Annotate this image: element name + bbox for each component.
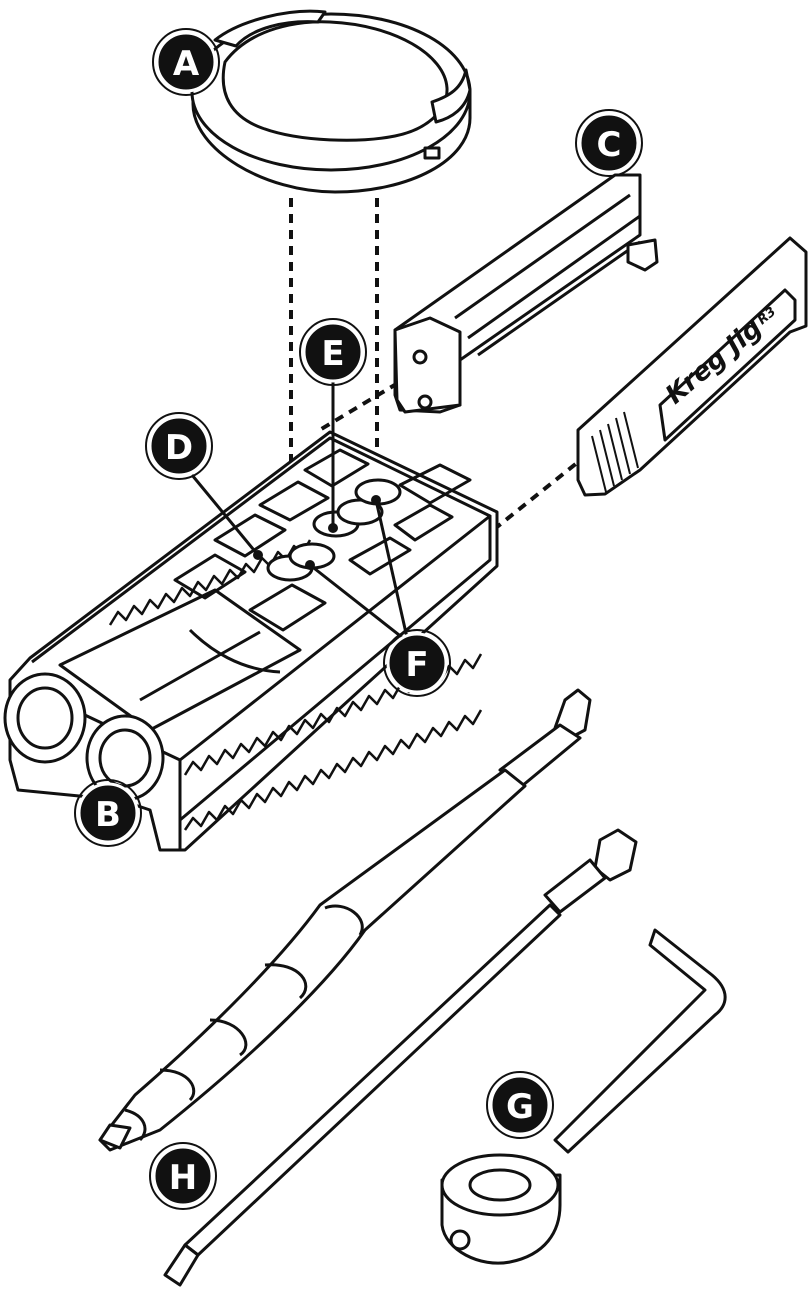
guide-tube-inner (18, 688, 72, 748)
leader-dot-f-1 (305, 560, 315, 570)
guide-tube-inner (100, 730, 150, 786)
callout-label-a: A (173, 44, 200, 84)
callout-label-g: G (506, 1087, 534, 1127)
callout-e: E (300, 319, 366, 385)
leader-dot-d (253, 550, 263, 560)
callout-h: H (150, 1143, 216, 1209)
callout-f: F (384, 630, 450, 696)
part-a-drill-guide-ring (192, 11, 470, 192)
leader-dot-e (328, 523, 338, 533)
stop-collar-hole (470, 1170, 530, 1200)
part-stop-collar (442, 1155, 560, 1263)
driver-bit-collar (545, 860, 605, 912)
part-handle: Kreg Jig R3 (578, 238, 806, 495)
leader-dot-f-2 (371, 495, 381, 505)
spacer-tab (628, 240, 657, 270)
callout-d: D (146, 413, 212, 479)
stop-collar-set-screw (451, 1231, 469, 1249)
guide-line-handle (497, 454, 588, 527)
callout-a: A (153, 29, 219, 95)
part-hex-key (555, 930, 725, 1152)
callout-label-c: C (597, 125, 622, 165)
callout-label-f: F (405, 645, 428, 685)
guide-line-spacer (318, 383, 398, 431)
callout-label-h: H (169, 1158, 197, 1198)
driver-bit-tip (165, 1245, 198, 1285)
spacer-pin-lower (419, 396, 431, 408)
part-c-spacer (395, 175, 657, 412)
ring-notch (425, 148, 439, 158)
callout-g: G (487, 1072, 553, 1138)
callout-label-b: B (95, 795, 121, 835)
spacer-pin-upper (414, 351, 426, 363)
callout-c: C (576, 110, 642, 176)
hex-key-body (555, 930, 725, 1152)
callout-b: B (75, 780, 141, 846)
callout-label-e: E (321, 334, 344, 374)
callout-label-d: D (165, 428, 193, 468)
